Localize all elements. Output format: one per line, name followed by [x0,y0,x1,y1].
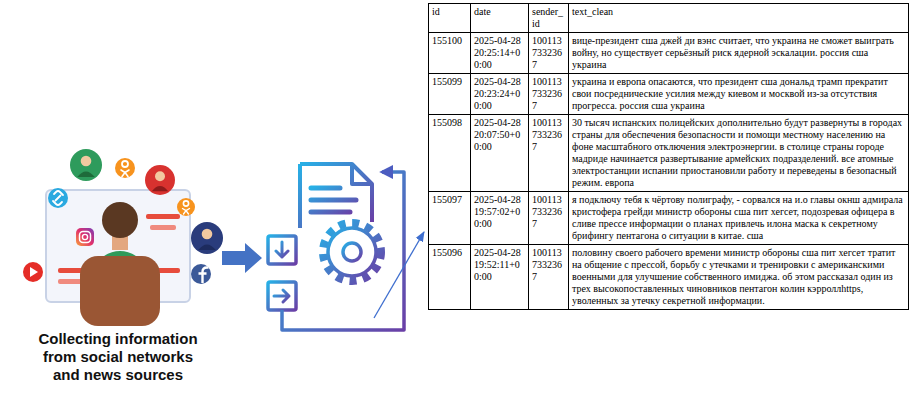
avatar-icon [198,244,216,250]
youtube-icon [30,267,38,277]
table-row: 155100 2025-04-28 20:25:14+00:00100113733… [429,33,909,74]
cell-text: 1001137332367 [532,247,565,283]
table-cell: 2025-04-28 20:25:14+00:00 [471,33,529,74]
table-cell: 30 тысяч испанских полицейских дополните… [569,115,909,192]
ok-icon [177,198,195,216]
column-header: sender_id [532,6,565,30]
cell-text: 2025-04-28 20:07:50+00:00 [474,117,525,153]
table-row: 155096 2025-04-28 19:52:11+00:00100113733… [429,245,909,310]
table-row: 155099 2025-04-28 20:23:24+00:00100113733… [429,74,909,115]
document-icon [300,164,372,222]
table-cell: sender_id [529,4,569,33]
output-box [274,290,289,302]
screen-bar [150,225,176,230]
avatar-icon [81,156,92,167]
cell-text: 2025-04-28 20:25:14+00:00 [474,35,525,71]
document-icon [300,164,372,228]
avatar-icon [152,186,168,191]
cell-text: 155100 [432,35,467,47]
table-cell: половину своего рабочего времени министр… [569,245,909,310]
person-head [102,202,138,238]
screen-bar [146,214,180,219]
input-box [268,236,296,264]
table-cell: 155098 [429,115,471,192]
table-header-row: iddate sender_id text_clean [429,4,909,33]
gear-icon [328,228,376,276]
cell-text: 155099 [432,76,467,88]
ok-icon [121,170,129,177]
process-loop [282,172,404,330]
table-cell: вице-президент сша джей ди вэнс считает,… [569,33,909,74]
caption-block: Collecting information from social netwo… [28,330,208,384]
ok-icon [183,201,188,206]
caption-text: Collecting information from social netwo… [38,330,197,383]
cell-text: 155096 [432,247,467,259]
ok-icon [115,158,135,178]
link-icon [48,188,68,208]
cell-text: 155097 [432,194,467,206]
facebook-icon [191,264,211,284]
cell-text: 30 тысяч испанских полицейских дополните… [572,117,905,189]
cell-text: 2025-04-28 19:57:02+00:00 [474,194,525,230]
process-line [281,264,284,282]
table-cell: 2025-04-28 20:23:24+00:00 [471,74,529,115]
gear-icon [323,223,381,281]
ok-icon [122,161,128,167]
table-cell: 1001137332367 [529,74,569,115]
instagram-icon [76,228,94,246]
table-row: 155098 2025-04-28 20:07:50+00:00100113733… [429,115,909,192]
table-cell: 2025-04-28 19:57:02+00:00 [471,192,529,245]
table-cell: 1001137332367 [529,115,569,192]
avatar-icon [202,229,213,240]
table-cell: date [471,4,529,33]
output-box [268,282,296,310]
cell-text: вице-президент сша джей ди вэнс считает,… [572,35,905,71]
table-cell: 155100 [429,33,471,74]
facebook-icon [199,268,209,284]
avatar-icon [155,171,165,181]
link-icon [53,191,63,205]
ok-icon [183,209,190,215]
gear-icon [343,243,361,261]
cell-text: 2025-04-28 20:23:24+00:00 [474,76,525,112]
pointer-arrow [374,232,424,318]
avatar-icon [77,171,95,177]
table-cell: 155096 [429,245,471,310]
table-row: 155097 2025-04-28 19:57:02+00:00100113733… [429,192,909,245]
cell-text: половину своего рабочего времени министр… [572,247,905,307]
instagram-icon [82,234,87,239]
table-cell: id [429,4,471,33]
cell-text: 2025-04-28 19:52:11+00:00 [474,247,525,283]
table-cell: 1001137332367 [529,245,569,310]
avatar-icon [145,165,175,195]
cell-text: 155098 [432,117,467,129]
data-table: iddate sender_id text_clean 155100 2025-04-2… [428,3,909,310]
table-cell: 2025-04-28 19:52:11+00:00 [471,245,529,310]
cell-text: я подключу тебя к чёртову полиграфу, - с… [572,194,905,242]
cell-text: 1001137332367 [532,194,565,230]
table-cell: 1001137332367 [529,192,569,245]
cell-text: 1001137332367 [532,117,565,153]
table-cell: 155097 [429,192,471,245]
table-cell: text_clean [569,4,909,33]
person-body [80,256,160,326]
column-header: id [432,6,467,18]
column-header: date [474,6,525,18]
flow-arrow [222,243,262,273]
table-cell: 2025-04-28 20:07:50+00:00 [471,115,529,192]
cell-text: 1001137332367 [532,76,565,112]
table-cell: украина и европа опасаются, что президен… [569,74,909,115]
input-box [276,242,288,257]
cell-text: 1001137332367 [532,35,565,71]
table-cell: 1001137332367 [529,33,569,74]
table-cell: 155099 [429,74,471,115]
column-header: text_clean [572,6,905,18]
avatar-icon [70,149,102,181]
instagram-icon [80,232,91,243]
document-lines [311,188,356,212]
cell-text: украина и европа опасаются, что президен… [572,76,905,112]
avatar-icon [191,222,223,254]
youtube-icon [23,262,43,282]
table-cell: я подключу тебя к чёртову полиграфу, - с… [569,192,909,245]
